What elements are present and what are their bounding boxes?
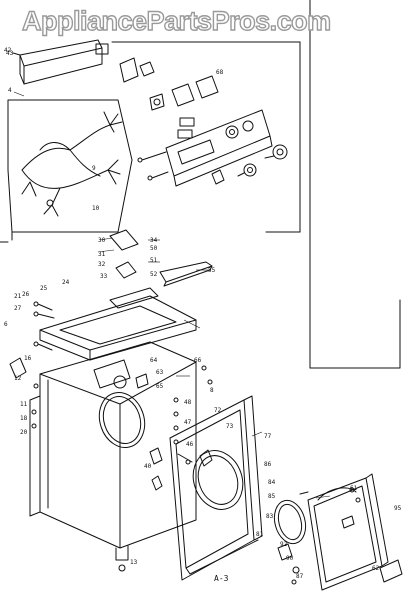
part-callout-31: 31	[98, 251, 106, 258]
part-callout-20: 20	[20, 429, 28, 436]
part-callout-4: 4	[8, 87, 12, 94]
wiring-harness-panel	[7, 99, 133, 241]
part-callout-30: 30	[98, 237, 106, 244]
part-callout-51: 51	[150, 257, 158, 264]
part-callout-46: 46	[186, 441, 194, 448]
watermark-logo: AppliancePartsPros.com	[21, 5, 332, 36]
control-console-group	[119, 57, 288, 187]
part-callout-50: 50	[150, 245, 158, 252]
part-callout-12: 12	[14, 375, 22, 382]
part-callout-8: 8	[210, 387, 214, 394]
part-callout-25: 25	[40, 285, 48, 292]
part-callout-10: 10	[92, 205, 100, 212]
part-callout-11: 11	[20, 401, 28, 408]
part-callout-42: 42	[4, 47, 12, 54]
console-end-cap	[12, 39, 109, 85]
part-callout-55: 55	[208, 267, 216, 274]
part-callout-61: 61	[350, 485, 358, 492]
part-callout-68: 68	[216, 69, 224, 76]
figure-label: A-3	[214, 574, 229, 583]
part-callout-95: 95	[394, 505, 402, 512]
cabinet-body	[29, 341, 197, 572]
part-callout-21: 21	[14, 293, 22, 300]
part-callout-64: 64	[150, 357, 158, 364]
part-callout-48: 48	[184, 399, 192, 406]
front-panel	[169, 395, 263, 581]
part-callout-47: 47	[184, 419, 192, 426]
part-callout-24: 24	[62, 279, 70, 286]
left-fasteners	[9, 301, 55, 429]
part-callout-63: 63	[156, 369, 164, 376]
part-callout-9: 9	[92, 165, 96, 172]
part-callout-85: 85	[268, 493, 276, 500]
part-callout-66: 66	[194, 357, 202, 364]
leader-lines	[13, 91, 331, 499]
part-callout-32: 32	[98, 261, 106, 268]
upper-section-frame	[0, 0, 401, 369]
part-callout-77: 77	[264, 433, 272, 440]
part-callout-83: 83	[266, 513, 274, 520]
part-callout-40: 40	[144, 463, 152, 470]
part-callout-26: 26	[22, 291, 30, 298]
part-callout-65: 65	[156, 383, 164, 390]
part-callout-72: 72	[214, 407, 222, 414]
part-callout-52: 52	[150, 271, 158, 278]
part-callout-90: 90	[286, 555, 294, 562]
door-seal-ring	[273, 499, 307, 585]
part-callout-87: 87	[296, 573, 304, 580]
part-callout-33: 33	[100, 273, 108, 280]
part-callout-34: 34	[150, 237, 158, 244]
part-callout-73: 73	[226, 423, 234, 430]
part-callout-6: 6	[4, 321, 8, 328]
part-callout-92: 92	[280, 541, 288, 548]
top-cover-assembly	[39, 229, 213, 361]
part-callout-62: 62	[372, 565, 380, 572]
part-callout-16: 16	[24, 355, 32, 362]
part-callout-43: 43	[6, 50, 14, 57]
part-callout-81: 81	[256, 531, 264, 538]
part-callout-86: 86	[264, 461, 272, 468]
part-callout-13: 13	[130, 559, 138, 566]
part-callout-84: 84	[268, 479, 276, 486]
part-callout-27: 27	[14, 305, 22, 312]
part-callout-18: 18	[20, 415, 28, 422]
